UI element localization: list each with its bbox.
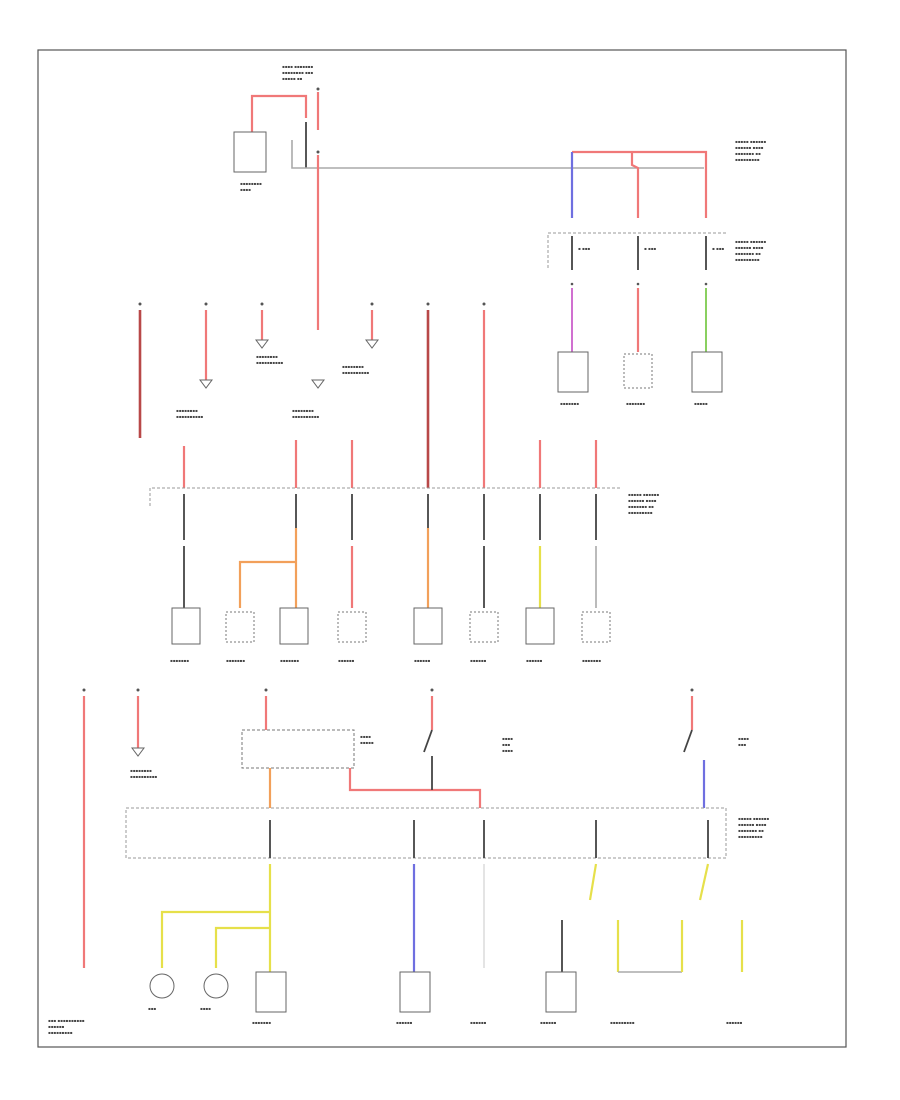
svg-text:▪▪▪▪▪ ▪▪▪▪▪▪: ▪▪▪▪▪ ▪▪▪▪▪▪ — [735, 239, 766, 244]
lower-component-5 — [545, 971, 577, 1013]
svg-text:▪▪▪▪▪▪▪: ▪▪▪▪▪▪▪ — [226, 658, 245, 663]
svg-text:▪▪▪▪▪▪▪▪▪: ▪▪▪▪▪▪▪▪▪ — [48, 1030, 73, 1035]
lower-component-3 — [255, 971, 287, 1013]
svg-text:▪▪▪▪: ▪▪▪▪ — [240, 187, 251, 192]
svg-text:▪▪▪▪▪▪: ▪▪▪▪▪▪ — [48, 1024, 65, 1029]
upper-right-component-2 — [623, 353, 653, 389]
svg-text:▪▪▪: ▪▪▪ — [738, 742, 746, 747]
svg-text:▪▪▪▪▪▪ ▪▪▪▪: ▪▪▪▪▪▪ ▪▪▪▪ — [735, 145, 764, 150]
svg-text:▪▪▪▪▪▪▪▪: ▪▪▪▪▪▪▪▪ — [176, 408, 198, 413]
svg-text:▪▪▪▪▪▪: ▪▪▪▪▪▪ — [526, 658, 543, 663]
svg-text:▪▪▪▪▪ ▪▪▪▪▪▪: ▪▪▪▪▪ ▪▪▪▪▪▪ — [735, 139, 766, 144]
svg-text:▪▪▪▪▪▪: ▪▪▪▪▪▪ — [396, 1020, 413, 1025]
svg-text:▪▪▪▪▪▪ ▪▪▪▪: ▪▪▪▪▪▪ ▪▪▪▪ — [735, 245, 764, 250]
svg-text:▪▪▪▪▪ ▪▪▪▪▪▪: ▪▪▪▪▪ ▪▪▪▪▪▪ — [628, 492, 659, 497]
svg-text:▪▪▪▪▪▪▪▪: ▪▪▪▪▪▪▪▪ — [240, 181, 262, 186]
svg-text:▪▪▪▪▪▪▪ ▪▪: ▪▪▪▪▪▪▪ ▪▪ — [735, 151, 761, 156]
svg-text:▪▪▪▪▪ ▪▪▪▪▪▪: ▪▪▪▪▪ ▪▪▪▪▪▪ — [738, 816, 769, 821]
svg-text:▪▪▪ ▪▪▪▪▪▪▪▪▪▪: ▪▪▪ ▪▪▪▪▪▪▪▪▪▪ — [48, 1018, 85, 1023]
upper-right-fuse-block — [547, 232, 726, 268]
svg-text:▪▪▪: ▪▪▪ — [502, 742, 510, 747]
svg-text:▪▪▪▪▪▪▪ ▪▪: ▪▪▪▪▪▪▪ ▪▪ — [628, 504, 654, 509]
svg-text:▪▪▪▪: ▪▪▪▪ — [360, 734, 371, 739]
svg-text:▪▪▪▪ ▪▪▪▪▪▪▪: ▪▪▪▪ ▪▪▪▪▪▪▪ — [282, 64, 313, 69]
relay-box — [241, 729, 355, 769]
svg-text:▪▪▪▪▪▪▪▪: ▪▪▪▪▪▪▪▪ — [130, 768, 152, 773]
top-left-component — [233, 131, 267, 173]
svg-text:▪▪▪▪▪▪▪: ▪▪▪▪▪▪▪ — [280, 658, 299, 663]
svg-text:▪▪▪▪▪▪ ▪▪▪▪: ▪▪▪▪▪▪ ▪▪▪▪ — [738, 822, 767, 827]
svg-text:▪▪▪▪▪▪▪▪ ▪▪▪: ▪▪▪▪▪▪▪▪ ▪▪▪ — [282, 70, 313, 75]
svg-text:▪▪▪▪▪▪▪: ▪▪▪▪▪▪▪ — [252, 1020, 271, 1025]
svg-text:▪▪▪▪: ▪▪▪▪ — [502, 736, 513, 741]
svg-text:▪▪▪▪▪▪▪▪▪: ▪▪▪▪▪▪▪▪▪ — [735, 257, 760, 262]
svg-text:▪▪▪▪▪▪: ▪▪▪▪▪▪ — [338, 658, 355, 663]
svg-text:▪▪▪▪: ▪▪▪▪ — [502, 748, 513, 753]
svg-text:▪▪▪▪: ▪▪▪▪ — [738, 736, 749, 741]
svg-text:▪▪▪▪▪: ▪▪▪▪▪ — [360, 740, 374, 745]
svg-text:▪ ▪▪▪: ▪ ▪▪▪ — [578, 246, 590, 251]
svg-text:▪▪▪▪▪▪▪▪▪: ▪▪▪▪▪▪▪▪▪ — [628, 510, 653, 515]
svg-text:▪▪▪▪▪▪▪ ▪▪: ▪▪▪▪▪▪▪ ▪▪ — [735, 251, 761, 256]
svg-text:▪▪▪▪▪▪: ▪▪▪▪▪▪ — [470, 658, 487, 663]
svg-text:▪▪▪▪▪▪▪▪▪▪: ▪▪▪▪▪▪▪▪▪▪ — [130, 774, 157, 779]
middle-feeds: ▪▪▪▪▪▪▪▪ ▪▪▪▪▪▪▪▪▪▪ ▪▪▪▪▪▪▪▪ ▪▪▪▪▪▪▪▪▪▪ … — [138, 302, 486, 488]
svg-text:▪▪▪▪▪: ▪▪▪▪▪ — [694, 401, 708, 406]
svg-text:▪▪▪▪▪▪ ▪▪▪▪: ▪▪▪▪▪▪ ▪▪▪▪ — [628, 498, 657, 503]
svg-text:▪▪▪▪▪▪: ▪▪▪▪▪▪ — [470, 1020, 487, 1025]
upper-right-fuse-group: ▪▪▪▪▪ ▪▪▪▪▪▪ ▪▪▪▪▪▪ ▪▪▪▪ ▪▪▪▪▪▪▪ ▪▪ ▪▪▪▪… — [547, 139, 766, 406]
svg-text:▪▪▪▪: ▪▪▪▪ — [200, 1006, 211, 1011]
svg-text:▪▪▪▪▪▪: ▪▪▪▪▪▪ — [414, 658, 431, 663]
svg-text:▪▪▪▪▪▪▪▪▪: ▪▪▪▪▪▪▪▪▪ — [735, 157, 760, 162]
svg-text:▪▪▪▪▪▪▪▪: ▪▪▪▪▪▪▪▪ — [256, 354, 278, 359]
middle-component-2 — [225, 611, 255, 643]
middle-component-4 — [337, 611, 367, 643]
middle-component-5 — [413, 607, 443, 645]
svg-text:▪▪▪: ▪▪▪ — [148, 1006, 156, 1011]
middle-component-6 — [469, 611, 499, 643]
upper-right-component-3 — [691, 351, 723, 393]
svg-text:▪▪▪▪▪▪▪▪▪▪: ▪▪▪▪▪▪▪▪▪▪ — [342, 370, 369, 375]
svg-text:▪▪▪▪▪▪▪: ▪▪▪▪▪▪▪ — [170, 658, 189, 663]
svg-text:▪▪▪▪▪▪▪▪▪: ▪▪▪▪▪▪▪▪▪ — [610, 1020, 635, 1025]
svg-text:▪▪▪▪▪▪▪: ▪▪▪▪▪▪▪ — [560, 401, 579, 406]
diagram-frame — [37, 49, 847, 1048]
svg-text:▪ ▪▪▪: ▪ ▪▪▪ — [712, 246, 724, 251]
svg-text:▪▪▪▪▪ ▪▪: ▪▪▪▪▪ ▪▪ — [282, 76, 303, 81]
svg-text:▪▪▪▪▪▪▪ ▪▪: ▪▪▪▪▪▪▪ ▪▪ — [738, 828, 764, 833]
lower-component-2 — [203, 973, 229, 999]
middle-component-1 — [171, 607, 201, 645]
lower-section: ▪▪▪▪▪▪▪▪ ▪▪▪▪▪▪▪▪▪▪ ▪▪▪▪ ▪▪▪▪▪ ▪▪▪▪ ▪▪▪ … — [48, 688, 769, 1035]
svg-text:▪▪▪▪▪▪: ▪▪▪▪▪▪ — [726, 1020, 743, 1025]
svg-text:▪▪▪▪▪▪: ▪▪▪▪▪▪ — [540, 1020, 557, 1025]
svg-text:▪▪▪▪▪▪▪: ▪▪▪▪▪▪▪ — [582, 658, 601, 663]
middle-component-3 — [279, 607, 309, 645]
middle-fuse-block — [149, 487, 620, 506]
svg-text:▪ ▪▪▪: ▪ ▪▪▪ — [644, 246, 656, 251]
svg-text:▪▪▪▪▪▪▪▪▪▪: ▪▪▪▪▪▪▪▪▪▪ — [256, 360, 283, 365]
svg-text:▪▪▪▪▪▪▪▪▪▪: ▪▪▪▪▪▪▪▪▪▪ — [292, 414, 319, 419]
middle-fuse-block-group: ▪▪▪▪▪ ▪▪▪▪▪▪ ▪▪▪▪▪▪ ▪▪▪▪ ▪▪▪▪▪▪▪ ▪▪ ▪▪▪▪… — [149, 440, 659, 663]
middle-component-8 — [581, 611, 611, 643]
lower-component-4 — [399, 971, 431, 1013]
middle-component-7 — [525, 607, 555, 645]
svg-text:▪▪▪▪▪▪▪▪: ▪▪▪▪▪▪▪▪ — [292, 408, 314, 413]
svg-text:▪▪▪▪▪▪▪▪: ▪▪▪▪▪▪▪▪ — [342, 364, 364, 369]
upper-right-component-1 — [557, 351, 589, 393]
svg-text:▪▪▪▪▪▪▪: ▪▪▪▪▪▪▪ — [626, 401, 645, 406]
top-source-group: ▪▪▪▪ ▪▪▪▪▪▪▪ ▪▪▪▪▪▪▪▪ ▪▪▪ ▪▪▪▪▪ ▪▪ ▪▪▪▪▪… — [233, 64, 704, 330]
lower-component-1 — [149, 973, 175, 999]
lower-fuse-block — [125, 807, 727, 859]
svg-text:▪▪▪▪▪▪▪▪▪▪: ▪▪▪▪▪▪▪▪▪▪ — [176, 414, 203, 419]
svg-text:▪▪▪▪▪▪▪▪▪: ▪▪▪▪▪▪▪▪▪ — [738, 834, 763, 839]
